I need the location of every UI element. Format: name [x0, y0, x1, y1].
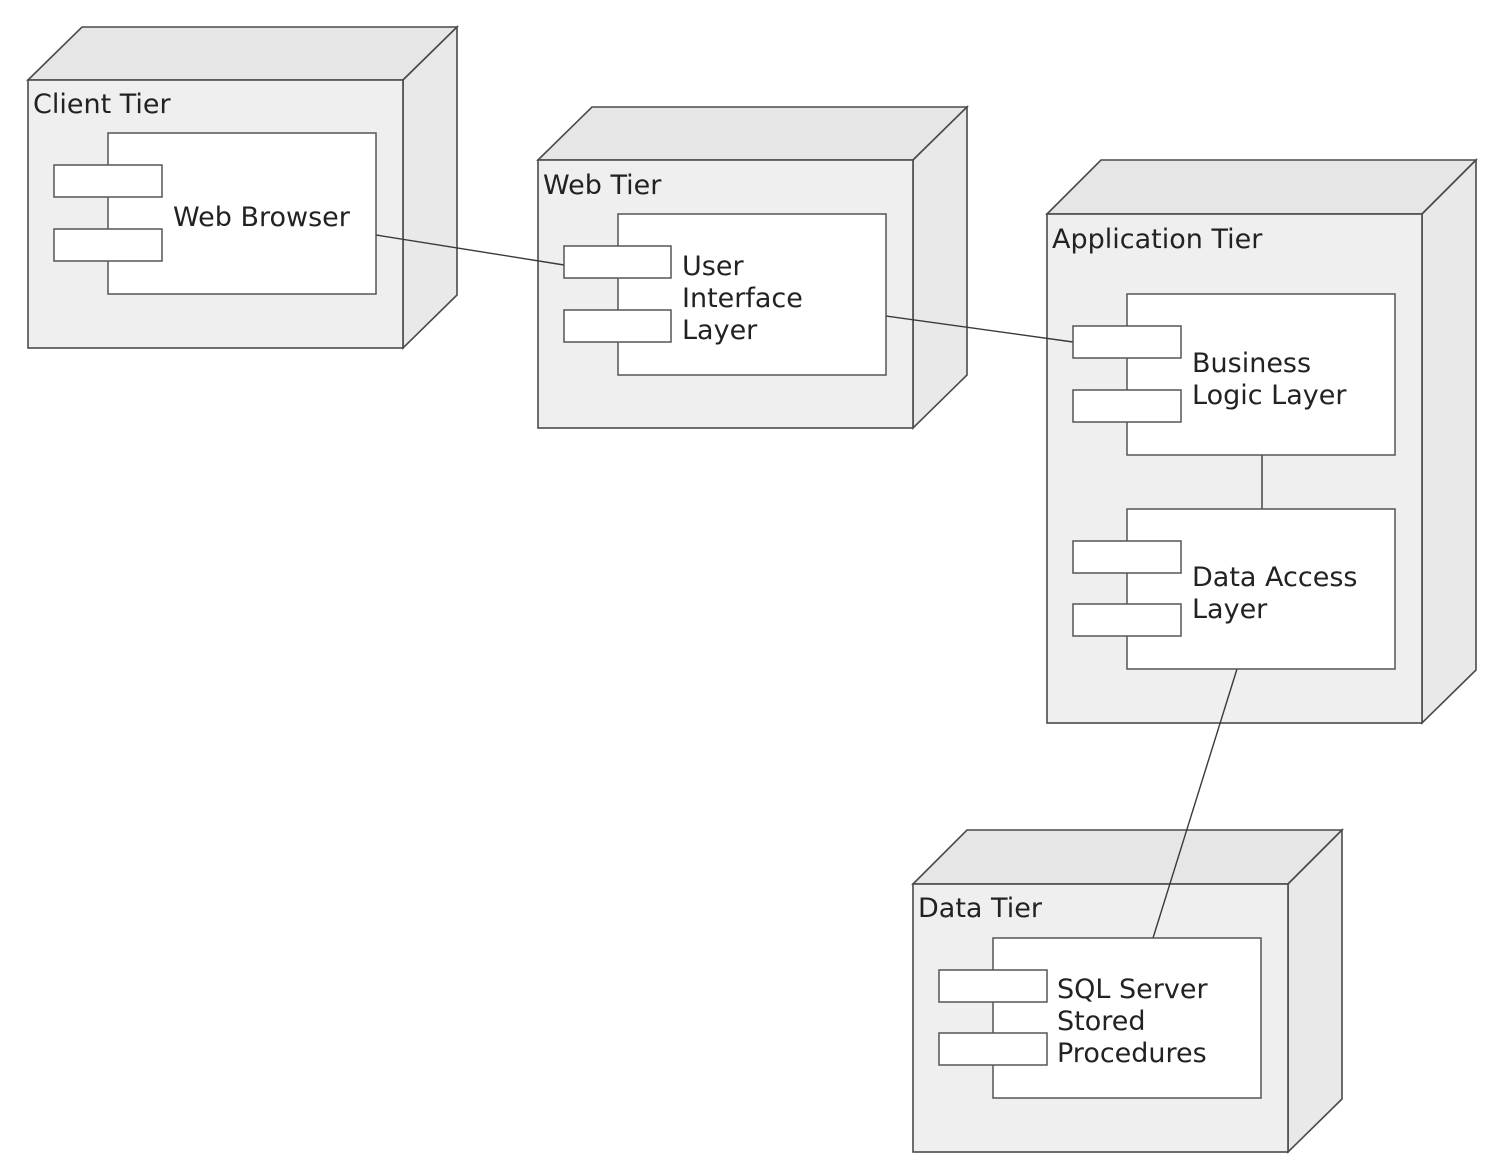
component-web-browser: Web Browser — [53, 132, 377, 295]
connector-browser-to-ui — [375, 234, 565, 266]
component-business-logic-body — [1126, 293, 1396, 456]
component-business-logic-port-bottom — [1072, 389, 1182, 423]
component-data-access-label-line-2: Layer — [1192, 594, 1268, 625]
component-business-logic-label-line-2: Logic Layer — [1192, 380, 1347, 411]
component-data-access: Data Access Layer — [1072, 508, 1396, 670]
component-ui-layer-port-bottom — [563, 309, 672, 343]
component-web-browser-label: Web Browser — [173, 202, 351, 233]
component-web-browser-port-bottom — [53, 228, 163, 262]
component-web-browser-body — [107, 132, 377, 295]
node-data-tier-top — [911, 829, 1344, 885]
node-application-tier-top — [1045, 159, 1478, 215]
component-data-access-label: Data Access Layer — [1192, 562, 1366, 625]
component-business-logic: Business Logic Layer — [1072, 293, 1396, 456]
component-ui-layer-label-line-2: Interface — [682, 283, 803, 314]
node-web-tier-side — [912, 105, 968, 430]
component-ui-layer-label-line-3: Layer — [682, 315, 758, 346]
connector-data-access-to-sql — [1152, 668, 1238, 939]
component-data-access-body — [1126, 508, 1396, 670]
component-business-logic-port-top — [1072, 325, 1182, 359]
node-client-tier-side — [402, 25, 458, 350]
component-business-logic-label: Business Logic Layer — [1192, 348, 1347, 411]
component-sql-server: SQL Server Stored Procedures — [938, 937, 1262, 1099]
component-ui-layer: User Interface Layer — [563, 213, 887, 376]
component-sql-server-label-line-1: SQL Server — [1057, 974, 1208, 1005]
connector-ui-to-business — [885, 315, 1074, 343]
node-web-tier-top — [536, 106, 969, 161]
node-web-tier-label: Web Tier — [543, 170, 662, 201]
component-ui-layer-label-line-1: User — [682, 251, 744, 282]
component-data-access-label-line-1: Data Access — [1192, 562, 1357, 593]
node-client-tier-label: Client Tier — [33, 89, 172, 120]
component-sql-server-label: SQL Server Stored Procedures — [1057, 974, 1216, 1069]
node-application-tier-side — [1421, 158, 1477, 725]
component-ui-layer-body — [617, 213, 887, 376]
node-application-tier-label: Application Tier — [1052, 224, 1263, 255]
node-data-tier-label: Data Tier — [918, 893, 1043, 924]
connections — [375, 234, 1263, 939]
component-sql-server-port-bottom — [938, 1032, 1048, 1066]
component-business-logic-label-line-1: Business — [1192, 348, 1311, 379]
component-data-access-port-bottom — [1072, 603, 1182, 637]
component-web-browser-label-line-1: Web Browser — [173, 202, 351, 233]
node-data-tier-side — [1287, 828, 1343, 1154]
component-data-access-port-top — [1072, 540, 1182, 574]
component-sql-server-body — [992, 937, 1262, 1099]
component-ui-layer-label: User Interface Layer — [682, 251, 811, 346]
component-sql-server-port-top — [938, 969, 1048, 1003]
component-ui-layer-port-top — [563, 245, 672, 279]
node-client-tier-top — [26, 26, 459, 81]
component-sql-server-label-line-3: Procedures — [1057, 1038, 1207, 1069]
component-web-browser-port-top — [53, 164, 163, 198]
component-sql-server-label-line-2: Stored — [1057, 1006, 1146, 1037]
